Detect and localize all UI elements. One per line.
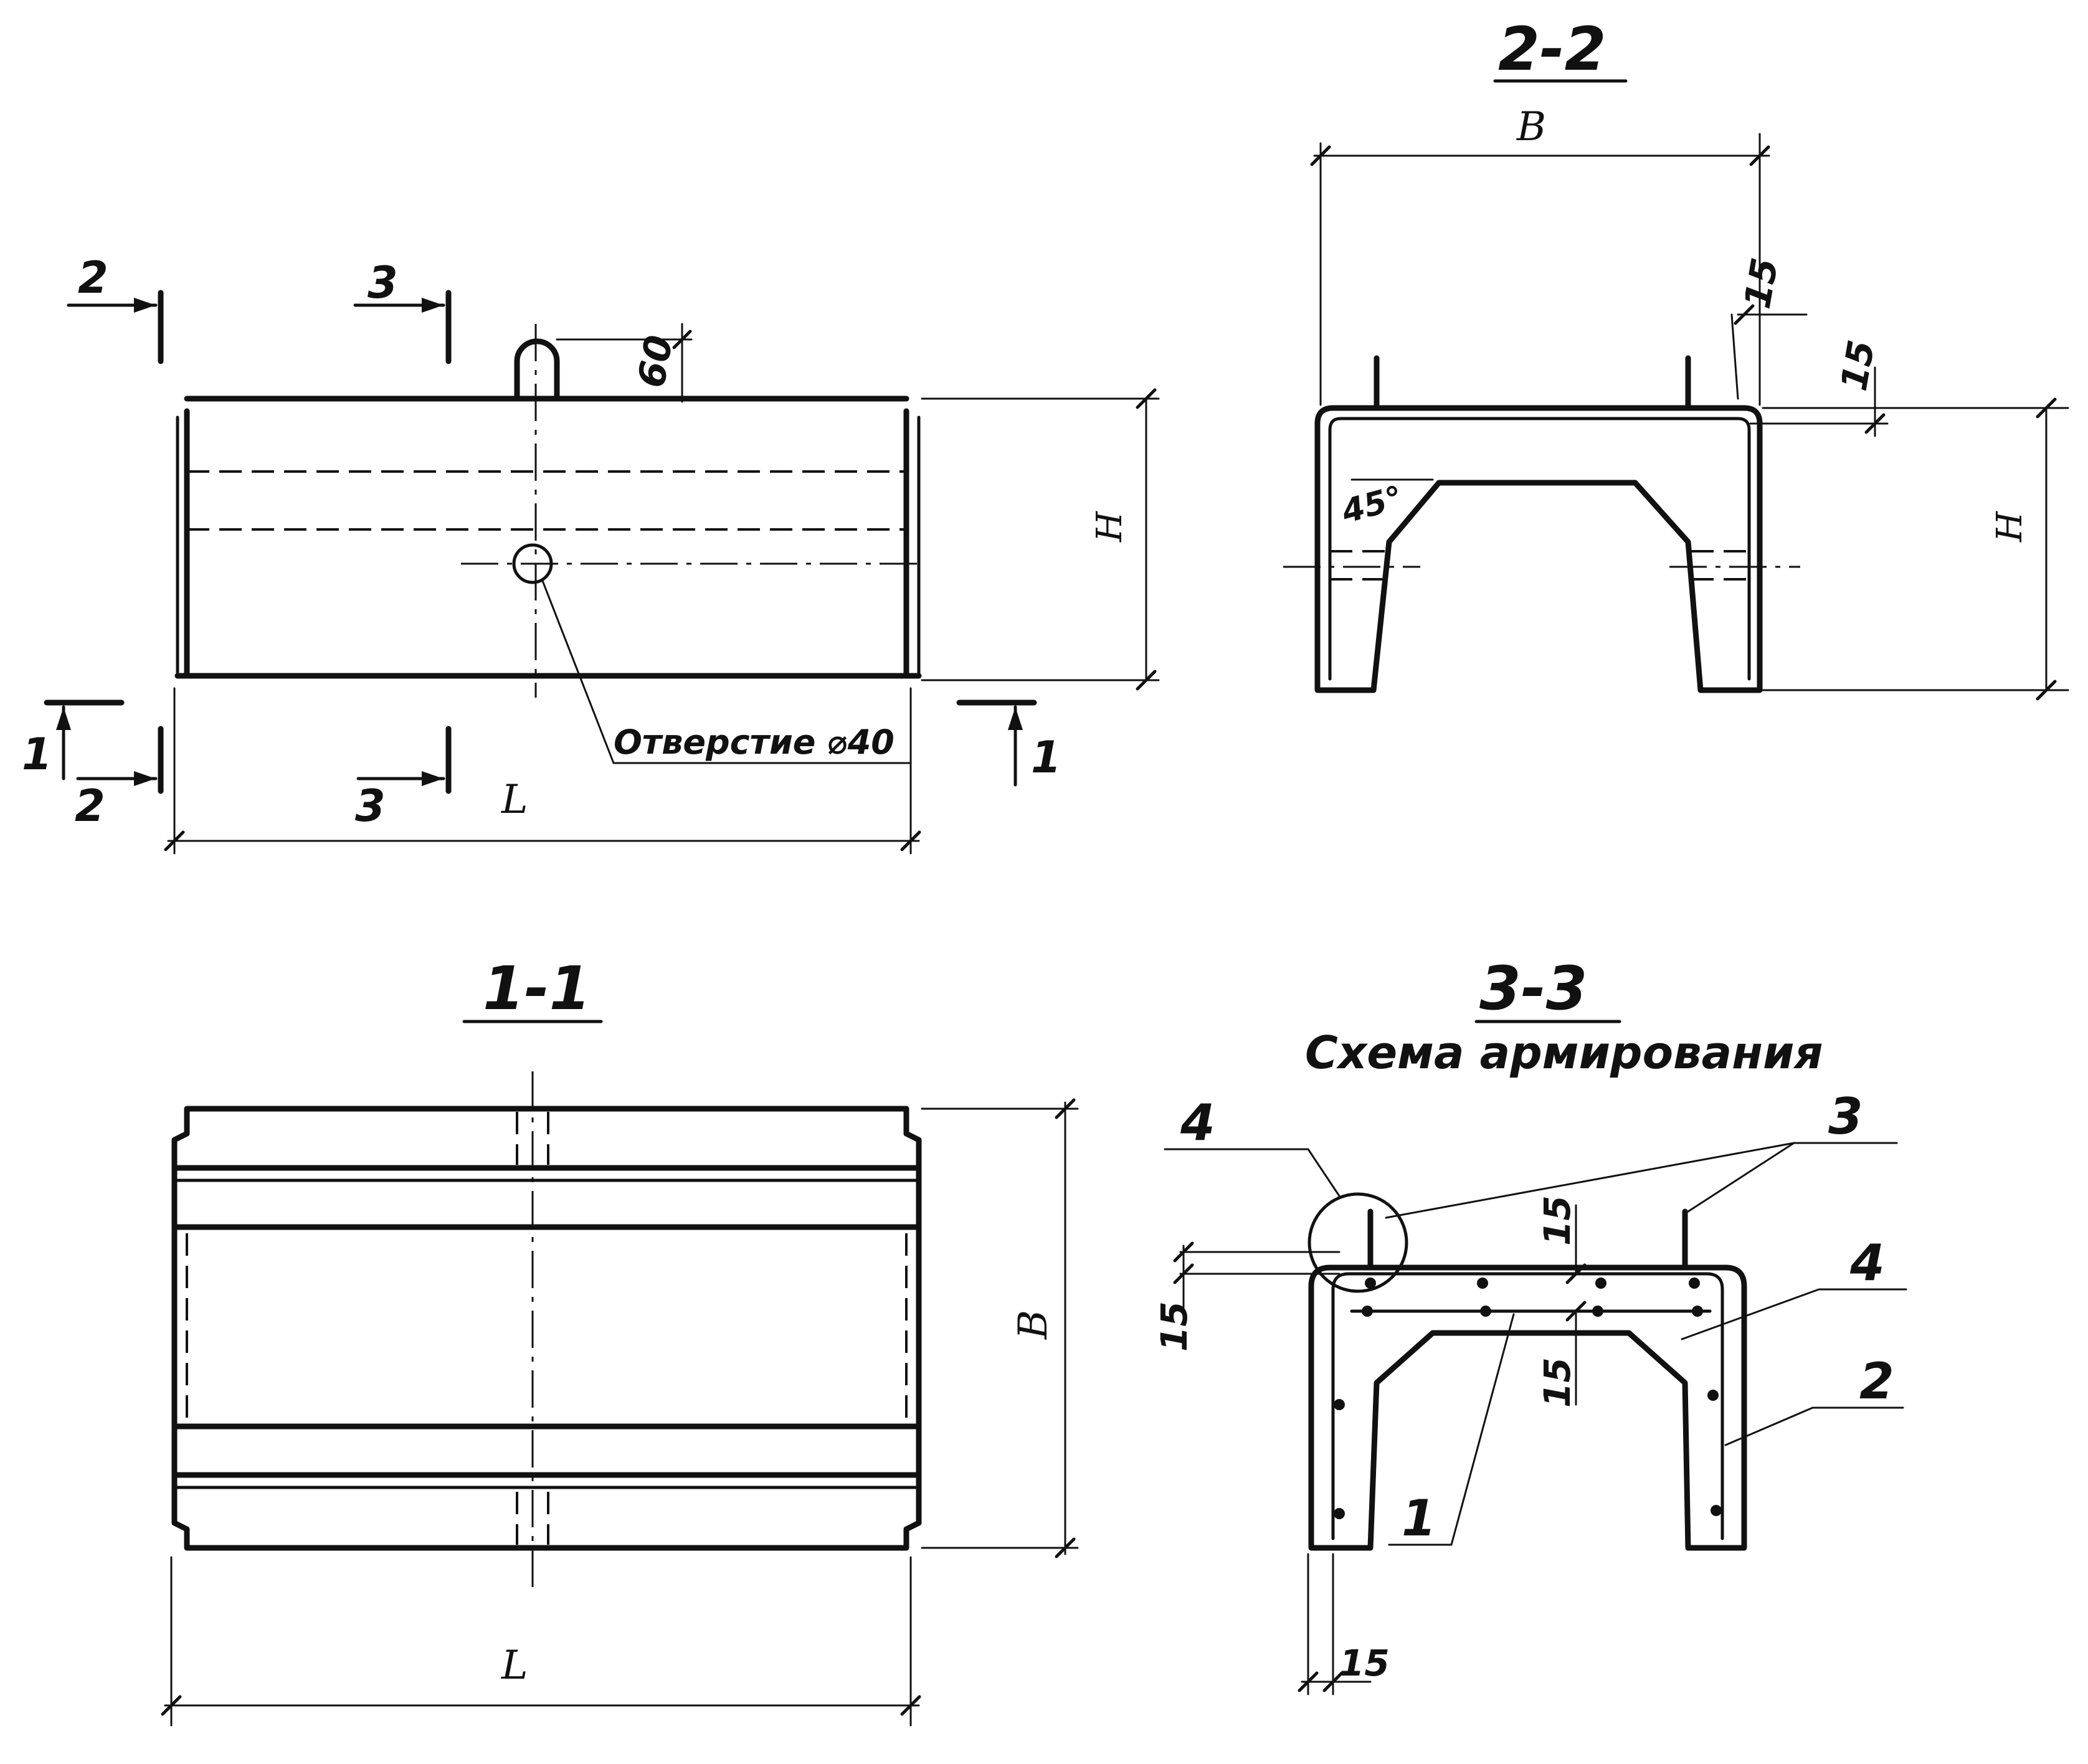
section-2-2-title: 2-2 <box>1498 14 1606 84</box>
dim-60-label: 60 <box>630 332 681 391</box>
section-2-2-angle: 45° <box>1337 479 1407 531</box>
callout-1: 1 <box>1402 1489 1436 1547</box>
section-1-1-dim-b: B <box>1010 1310 1056 1340</box>
section-2-2-dim-b: B <box>1516 104 1546 150</box>
section-mark-3-top: 3 <box>368 257 398 308</box>
section-mark-2-top: 2 <box>78 252 108 303</box>
section-2-2-dim-15-b: 15 <box>1833 337 1883 394</box>
callout-4-left: 4 <box>1180 1094 1215 1152</box>
elevation-view: 60 H L Отверстие ⌀40 2 3 2 <box>22 252 1160 855</box>
callout-2: 2 <box>1859 1352 1894 1410</box>
section-3-3-subtitle: Схема армирования <box>1305 1027 1823 1079</box>
section-1-1-view: 1-1 B L <box>161 954 1079 1727</box>
section-mark-1-right: 1 <box>1031 732 1061 783</box>
section-3-3-view: 3-3 Схема армирования 4 3 <box>1153 954 1907 1695</box>
section-2-2-dim-15-a: 15 <box>1736 255 1787 311</box>
section-mark-2-bottom: 2 <box>75 780 105 832</box>
callout-3: 3 <box>1828 1088 1863 1145</box>
dim-15-mid: 15 <box>1536 1357 1578 1408</box>
section-2-2-dim-h: H <box>1990 511 2030 543</box>
dim-l-label: L <box>501 777 528 823</box>
section-3-3-title: 3-3 <box>1479 954 1587 1023</box>
section-mark-3-bottom: 3 <box>355 780 386 832</box>
dim-15-bottom: 15 <box>1339 1642 1390 1684</box>
dim-h-label: H <box>1089 511 1130 543</box>
hole-note: Отверстие ⌀40 <box>614 723 895 762</box>
section-1-1-dim-l: L <box>501 1643 528 1689</box>
callout-4-right: 4 <box>1849 1234 1885 1292</box>
section-2-2-view: 2-2 B 45° H 15 <box>1283 14 2069 701</box>
section-mark-1-left: 1 <box>22 729 52 780</box>
dim-15-top: 15 <box>1536 1195 1578 1246</box>
section-1-1-title: 1-1 <box>483 954 591 1023</box>
dim-15-left: 15 <box>1153 1301 1195 1352</box>
